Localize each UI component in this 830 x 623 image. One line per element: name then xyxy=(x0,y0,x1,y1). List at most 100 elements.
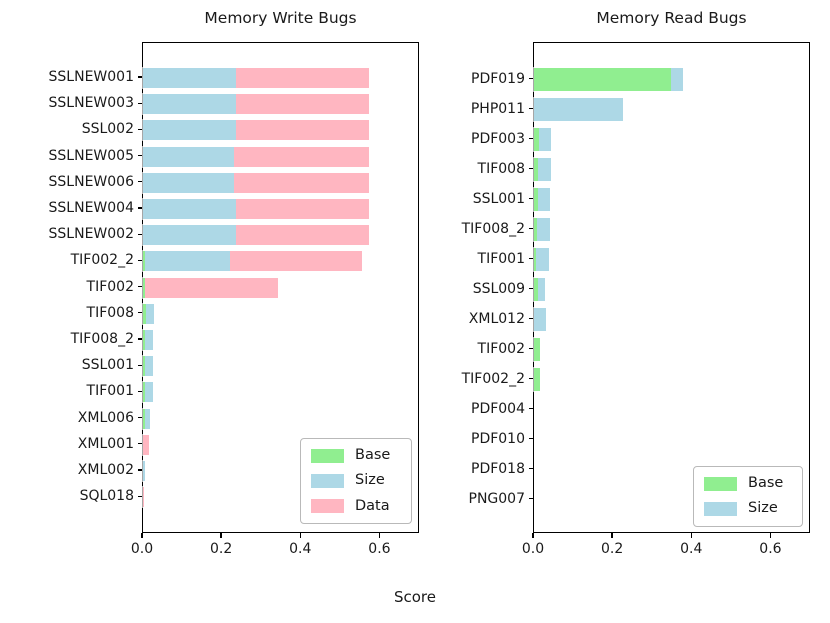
legend-label: Base xyxy=(748,475,784,491)
bar-segment-size xyxy=(537,218,550,241)
bar-segment-data xyxy=(235,68,369,88)
legend-entry-base: Base xyxy=(704,475,792,492)
y-tick xyxy=(137,259,142,262)
bar-segment-base xyxy=(143,330,145,350)
category-label: PHP011 xyxy=(470,100,525,117)
bar xyxy=(143,303,155,324)
x-tick xyxy=(769,533,772,538)
bar-segment-base xyxy=(534,338,540,361)
bar xyxy=(143,434,149,455)
plot-area xyxy=(142,42,419,533)
bar-segment-size xyxy=(143,120,236,141)
legend-label: Base xyxy=(355,447,391,463)
category-label: TIF002 xyxy=(86,278,134,295)
y-tick xyxy=(137,76,142,78)
category-label: SSLNEW003 xyxy=(48,95,134,112)
y-tick xyxy=(137,312,142,314)
y-tick xyxy=(137,469,142,471)
legend-swatch-data xyxy=(311,499,344,514)
category-label: PDF019 xyxy=(471,70,525,87)
x-axis-label: Score xyxy=(393,588,436,606)
x-tick-label: 0.0 xyxy=(130,541,154,557)
category-label: PNG007 xyxy=(468,490,526,507)
bar-segment-data xyxy=(144,277,278,298)
y-tick xyxy=(528,227,533,230)
y-tick xyxy=(528,107,533,110)
bar-segment-base xyxy=(143,408,145,429)
category-label: XML002 xyxy=(77,462,134,478)
category-label: PDF003 xyxy=(471,130,525,147)
bar-segment-size xyxy=(143,94,236,115)
category-label: SQL018 xyxy=(79,488,134,505)
legend-swatch-base xyxy=(704,476,737,491)
category-label: TIF008 xyxy=(86,304,134,321)
category-label: SSLNEW005 xyxy=(48,147,134,164)
bar-segment-base xyxy=(143,382,145,403)
x-tick xyxy=(611,533,613,538)
bar-segment-size xyxy=(143,199,236,219)
bar-segment-size xyxy=(536,248,550,271)
bar-segment-size xyxy=(144,356,153,377)
category-label: SSLNEW002 xyxy=(48,226,134,243)
bar-segment-data xyxy=(143,434,149,455)
category-label: SSL009 xyxy=(472,280,525,297)
bar xyxy=(534,248,550,271)
bar-segment-data xyxy=(229,251,363,272)
x-tick-label: 0.2 xyxy=(601,541,624,557)
y-tick xyxy=(528,77,533,80)
category-label: XML001 xyxy=(77,435,134,452)
bar xyxy=(143,330,154,350)
x-tick xyxy=(378,533,381,538)
bar xyxy=(534,98,623,121)
bar-segment-base xyxy=(143,303,147,324)
category-label: TIF001 xyxy=(477,250,525,267)
legend-swatch-base xyxy=(311,448,344,463)
bar xyxy=(143,408,151,429)
x-tick xyxy=(690,533,692,538)
bar xyxy=(143,382,153,403)
chart-title: Memory Read Bugs xyxy=(596,9,747,27)
bar-segment-base xyxy=(534,248,537,271)
category-label: PDF004 xyxy=(471,400,525,417)
category-label: SSL001 xyxy=(472,190,525,207)
legend-entry-size: Size xyxy=(704,500,792,517)
bar-segment-data xyxy=(235,120,369,141)
bar xyxy=(534,278,546,301)
bar-segment-size xyxy=(143,68,236,88)
y-tick xyxy=(528,407,533,410)
category-label: PDF010 xyxy=(471,430,525,447)
bar xyxy=(143,356,153,377)
category-label: TIF008_2 xyxy=(70,331,134,347)
category-label: SSLNEW004 xyxy=(48,200,134,216)
bar-segment-size xyxy=(534,98,623,121)
y-tick xyxy=(528,197,533,200)
x-tick-label: 0.2 xyxy=(210,541,233,557)
x-tick xyxy=(532,533,534,538)
bar xyxy=(143,172,369,193)
category-label: SSL001 xyxy=(81,357,134,374)
y-tick xyxy=(137,338,142,340)
x-tick-label: 0.6 xyxy=(759,541,782,557)
x-tick-label: 0.6 xyxy=(368,541,391,557)
bar xyxy=(143,487,145,508)
y-tick xyxy=(137,416,142,419)
bar xyxy=(143,277,278,298)
bar-segment-size xyxy=(537,158,552,181)
bar-segment-size xyxy=(143,146,234,167)
x-tick xyxy=(141,533,143,538)
x-tick-label: 0.4 xyxy=(289,541,312,557)
category-label: TIF001 xyxy=(86,383,134,400)
bar-segment-data xyxy=(235,225,369,246)
chart-title: Memory Write Bugs xyxy=(204,9,357,27)
bar-segment-base xyxy=(143,251,145,272)
category-label: TIF002_2 xyxy=(70,252,134,269)
bar-segment-size xyxy=(143,172,234,193)
y-tick xyxy=(137,233,142,235)
bar-segment-base xyxy=(534,68,671,91)
bar-segment-base xyxy=(534,188,538,211)
legend-swatch-size xyxy=(704,502,737,517)
y-tick xyxy=(137,364,142,366)
